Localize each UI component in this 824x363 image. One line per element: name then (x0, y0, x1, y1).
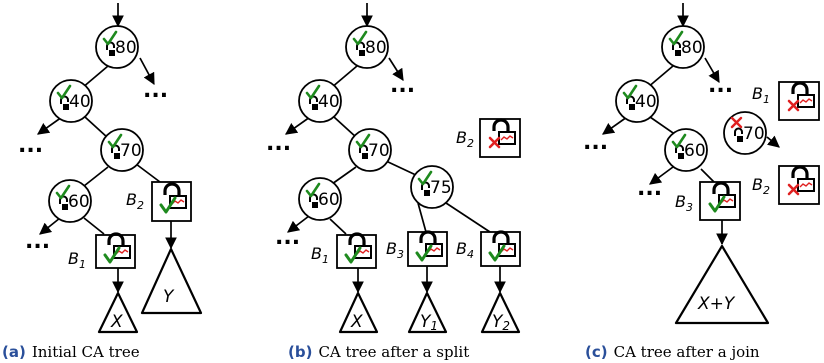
caption-b: (b)CA tree after a split (288, 343, 469, 361)
key-label: 40 (635, 92, 657, 112)
subtree-label: Y (163, 287, 175, 307)
base-node-b3: B3 (675, 181, 741, 221)
ellipsis: ... (275, 225, 300, 250)
key-label: 40 (318, 92, 340, 112)
subtree-x-plus-y: X+Y (674, 244, 770, 325)
base-node-label: B2 (126, 190, 144, 212)
diagram-a: 80 40 70 60 ... ... ... B1 B2 (2, 3, 203, 361)
route-node-40: 40 (615, 79, 659, 123)
caption-a: (a)Initial CA tree (2, 343, 140, 361)
base-node-b1: B1 (752, 81, 820, 121)
key-label: 80 (681, 38, 703, 58)
route-node-80: 80 (661, 25, 705, 69)
base-node-label: B2 (752, 175, 770, 197)
diagram-b: 80 40 70 60 75 ... ... ... B1 (266, 3, 521, 361)
ellipsis: ... (583, 130, 608, 155)
base-node-label: B1 (311, 244, 329, 266)
ellipsis: ... (143, 78, 168, 103)
base-node-label: B1 (752, 84, 770, 106)
base-node-label: B3 (386, 239, 404, 261)
base-node-label: B4 (456, 239, 474, 261)
key-label: 60 (684, 141, 706, 161)
key-label: 60 (68, 192, 90, 212)
ellipsis: ... (25, 229, 50, 254)
ellipsis: ... (18, 133, 43, 158)
base-node-b2: B2 (752, 165, 820, 205)
route-node-60: 60 (298, 177, 342, 221)
ellipsis: ... (390, 73, 415, 98)
base-node-b1: B1 (311, 232, 377, 269)
ellipsis: ... (708, 73, 733, 98)
route-node-40: 40 (298, 79, 342, 123)
subtree-x: X (97, 291, 139, 334)
key-label: 40 (69, 92, 91, 112)
key-label: 70 (120, 141, 142, 161)
base-node-label: B2 (456, 128, 474, 150)
route-node-60: 60 (48, 179, 92, 223)
base-node-label: B1 (68, 249, 86, 271)
ellipsis: ... (266, 131, 291, 156)
route-node-80: 80 (95, 25, 139, 69)
diagram-c: 80 40 70 60 ... ... ... B1 B2 (583, 3, 820, 361)
route-node-70: 70 (348, 128, 392, 172)
subtree-x: X (338, 291, 379, 334)
route-node-75: 75 (410, 165, 454, 209)
key-label: 70 (368, 141, 390, 161)
ellipsis: ... (637, 176, 662, 201)
key-label: 80 (365, 38, 387, 58)
subtree-y2: Y2 (480, 291, 521, 334)
base-node-b2: B2 (456, 118, 521, 158)
base-node-b3: B3 (386, 230, 448, 267)
base-node-b2: B2 (126, 181, 192, 222)
base-node-b1: B1 (68, 232, 136, 271)
subtree-label: X (350, 312, 363, 332)
base-node-b4: B4 (456, 230, 521, 267)
route-node-70-invalid: 70 (723, 111, 767, 155)
subtree-label: Y1 (420, 312, 438, 333)
subtree-y: Y (140, 247, 203, 315)
key-label: 70 (743, 124, 765, 144)
route-node-80: 80 (345, 25, 389, 69)
base-node-label: B3 (675, 192, 693, 214)
subtree-label: X+Y (697, 294, 736, 314)
caption-c: (c)CA tree after a join (585, 343, 760, 361)
key-label: 80 (115, 38, 137, 58)
subtree-y1: Y1 (407, 291, 448, 334)
subtree-label: Y2 (492, 312, 510, 333)
route-node-70: 70 (100, 128, 144, 172)
key-label: 60 (318, 190, 340, 210)
key-label: 75 (430, 178, 452, 198)
route-node-60: 60 (664, 128, 708, 172)
subtree-label: X (110, 312, 123, 332)
route-node-40: 40 (49, 79, 93, 123)
